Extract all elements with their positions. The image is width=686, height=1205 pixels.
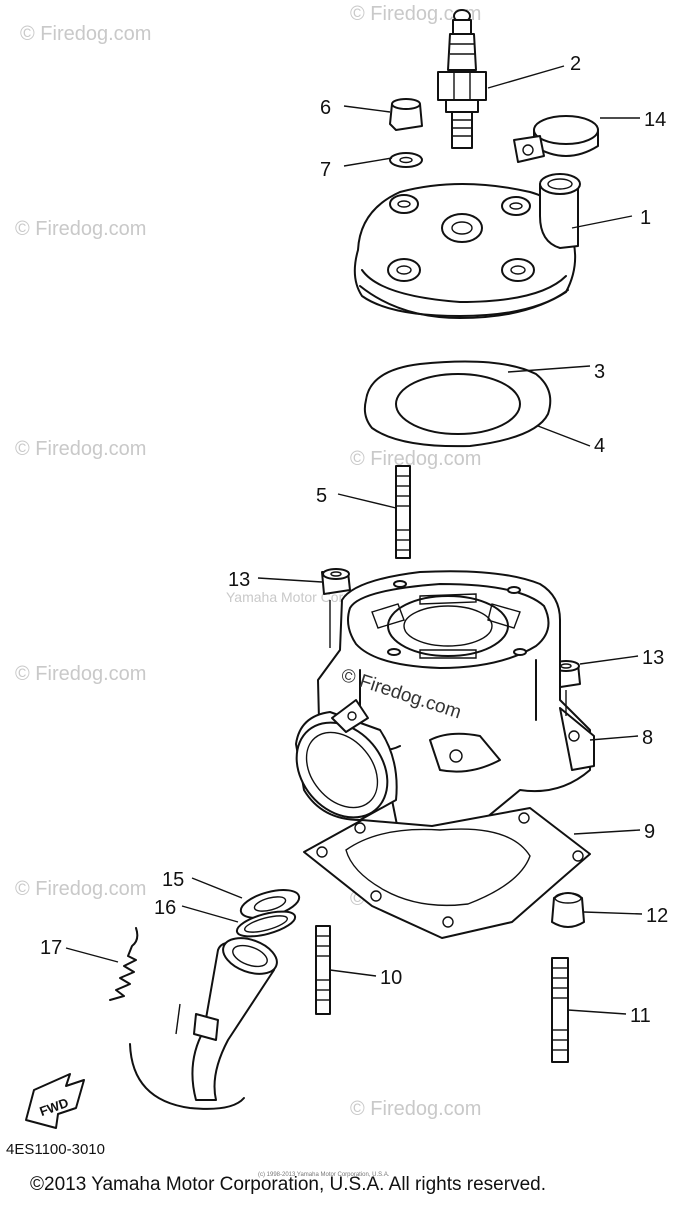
watermark: © Firedog.com bbox=[20, 23, 151, 45]
watermark: © Firedog.com bbox=[350, 3, 481, 25]
part-dowel-pin bbox=[551, 892, 585, 928]
part-spark-plug bbox=[437, 9, 487, 149]
watermark: © Firedog.com bbox=[350, 448, 481, 470]
fwd-arrow: FWD bbox=[25, 1073, 85, 1129]
part-head-gasket bbox=[363, 360, 552, 448]
callout-8: 8 bbox=[642, 727, 653, 749]
callout-15: 15 bbox=[162, 869, 184, 891]
callouts: 2 6 7 14 1 3 4 5 13 13 8 9 12 10 11 15 1… bbox=[40, 53, 668, 1027]
callout-13-right: 13 bbox=[642, 647, 664, 669]
leader-lines bbox=[65, 65, 643, 1015]
callout-5: 5 bbox=[316, 485, 327, 507]
watermark: © Firedog.com bbox=[350, 1098, 481, 1120]
callout-2: 2 bbox=[570, 53, 581, 75]
watermark: © Firedog.com bbox=[15, 878, 146, 900]
callout-10: 10 bbox=[380, 967, 402, 989]
callout-11: 11 bbox=[630, 1005, 651, 1027]
callout-13-left: 13 bbox=[228, 569, 250, 591]
watermark: © Firedog.com bbox=[15, 663, 146, 685]
part-cylinder bbox=[295, 570, 595, 857]
part-stud-right bbox=[551, 957, 569, 1063]
part-base-gasket bbox=[303, 807, 591, 939]
fine-print: (c) 1998-2013 Yamaha Motor Corporation, … bbox=[258, 1172, 390, 1178]
part-exhaust-pipe bbox=[129, 937, 278, 1110]
part-hose-clamp bbox=[513, 115, 599, 163]
callout-12: 12 bbox=[646, 905, 668, 927]
callout-1: 1 bbox=[640, 207, 651, 229]
callout-7: 7 bbox=[320, 159, 331, 181]
part-stud-left bbox=[315, 925, 331, 1015]
part-washer bbox=[389, 152, 423, 168]
copyright-notice: ©2013 Yamaha Motor Corporation, U.S.A. A… bbox=[30, 1174, 546, 1195]
callout-17: 17 bbox=[40, 937, 62, 959]
part-nut-left bbox=[321, 568, 351, 595]
part-cap-nut bbox=[389, 98, 423, 131]
callout-3: 3 bbox=[594, 361, 605, 383]
part-stud-upper bbox=[395, 465, 411, 559]
callout-9: 9 bbox=[644, 821, 655, 843]
callout-6: 6 bbox=[320, 97, 331, 119]
diagram-code: 4ES1100-3010 bbox=[6, 1141, 105, 1158]
watermark: © Firedog.com bbox=[15, 438, 146, 460]
part-spring bbox=[109, 927, 139, 1001]
part-cylinder-head bbox=[353, 173, 581, 319]
watermark: © Firedog.com bbox=[15, 218, 146, 240]
callout-16: 16 bbox=[154, 897, 176, 919]
part-o-ring bbox=[235, 910, 297, 938]
callout-14: 14 bbox=[644, 109, 666, 131]
callout-4: 4 bbox=[594, 435, 605, 457]
